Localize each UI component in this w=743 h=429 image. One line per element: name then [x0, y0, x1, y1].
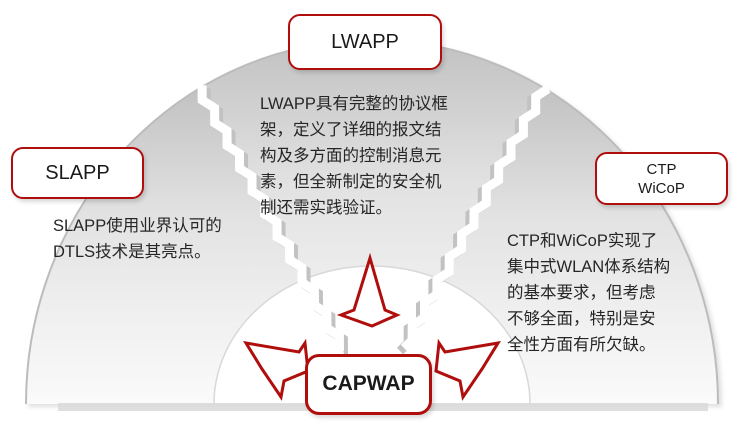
wicop-label-line: WiCoP	[638, 179, 685, 197]
text-line: 的基本要求，但考虑	[507, 284, 656, 302]
slapp-label: SLAPP	[45, 161, 110, 184]
capwap-label-box: CAPWAP	[305, 354, 432, 415]
fan-segment-lwapp	[199, 40, 545, 405]
right-arrow-icon	[434, 338, 502, 401]
text-line: 集中式WLAN体系结构	[507, 258, 671, 276]
text-line: LWAPP具有完整的协议框	[260, 95, 448, 113]
text-line: 全性方面有所欠缺。	[507, 336, 656, 354]
slapp-description: SLAPP使用业界认可的 DTLS技术是其亮点。	[53, 213, 222, 265]
ctp-label-line: CTP	[646, 160, 677, 178]
down-arrow-icon	[336, 252, 401, 328]
segment-divider-left	[197, 85, 349, 360]
segment-divider-right	[396, 84, 551, 355]
text-line: 制还需实践验证。	[260, 199, 392, 217]
lwapp-label-box: LWAPP	[288, 14, 442, 70]
text-line: 素，但全新制定的安全机	[260, 173, 442, 191]
text-line: CTP和WiCoP实现了	[507, 232, 658, 250]
text-line: 架，定义了详细的报文结	[260, 121, 442, 139]
left-arrow-icon	[242, 338, 310, 401]
slapp-label-box: SLAPP	[11, 147, 144, 199]
text-line: SLAPP使用业界认可的	[53, 217, 222, 235]
capwap-label: CAPWAP	[322, 372, 415, 396]
lwapp-description: LWAPP具有完整的协议框 架，定义了详细的报文结 构及多方面的控制消息元 素，…	[260, 91, 448, 221]
text-line: 不够全面，特别是安	[507, 310, 656, 328]
text-line: 构及多方面的控制消息元	[260, 147, 442, 165]
lwapp-label: LWAPP	[331, 30, 399, 53]
ctp-wicop-label-box: CTP WiCoP	[595, 152, 728, 205]
ctp-wicop-description: CTP和WiCoP实现了 集中式WLAN体系结构 的基本要求，但考虑 不够全面，…	[507, 228, 670, 358]
text-line: DTLS技术是其亮点。	[53, 243, 211, 261]
